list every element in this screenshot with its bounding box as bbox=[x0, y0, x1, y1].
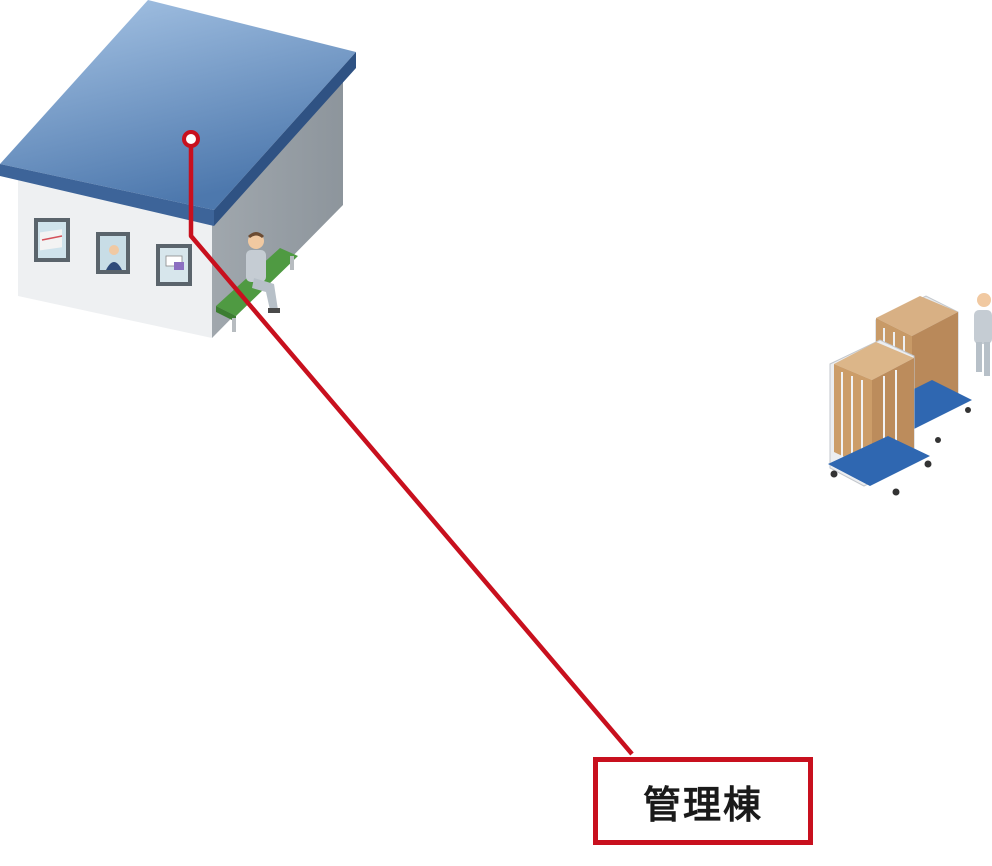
admin-building-label: 管理棟 bbox=[642, 782, 763, 827]
window-right bbox=[156, 244, 192, 286]
seated-worker-icon bbox=[246, 232, 280, 313]
window-left bbox=[34, 218, 70, 262]
callout-leader-line bbox=[182, 130, 634, 756]
front-cart bbox=[828, 339, 932, 496]
building-roof bbox=[0, 0, 356, 210]
roof-front-edge bbox=[0, 164, 214, 226]
roll-cage-cart-icon bbox=[828, 293, 992, 496]
callout-pin-marker bbox=[182, 130, 200, 148]
window-middle bbox=[96, 232, 130, 274]
admin-building-icon bbox=[0, 0, 356, 338]
office-worker-icon bbox=[109, 245, 119, 255]
roof-side-edge bbox=[214, 52, 356, 226]
callout-label-box: 管理棟 bbox=[593, 757, 813, 845]
standing-worker-icon bbox=[974, 293, 992, 376]
building-side-wall bbox=[212, 80, 343, 338]
